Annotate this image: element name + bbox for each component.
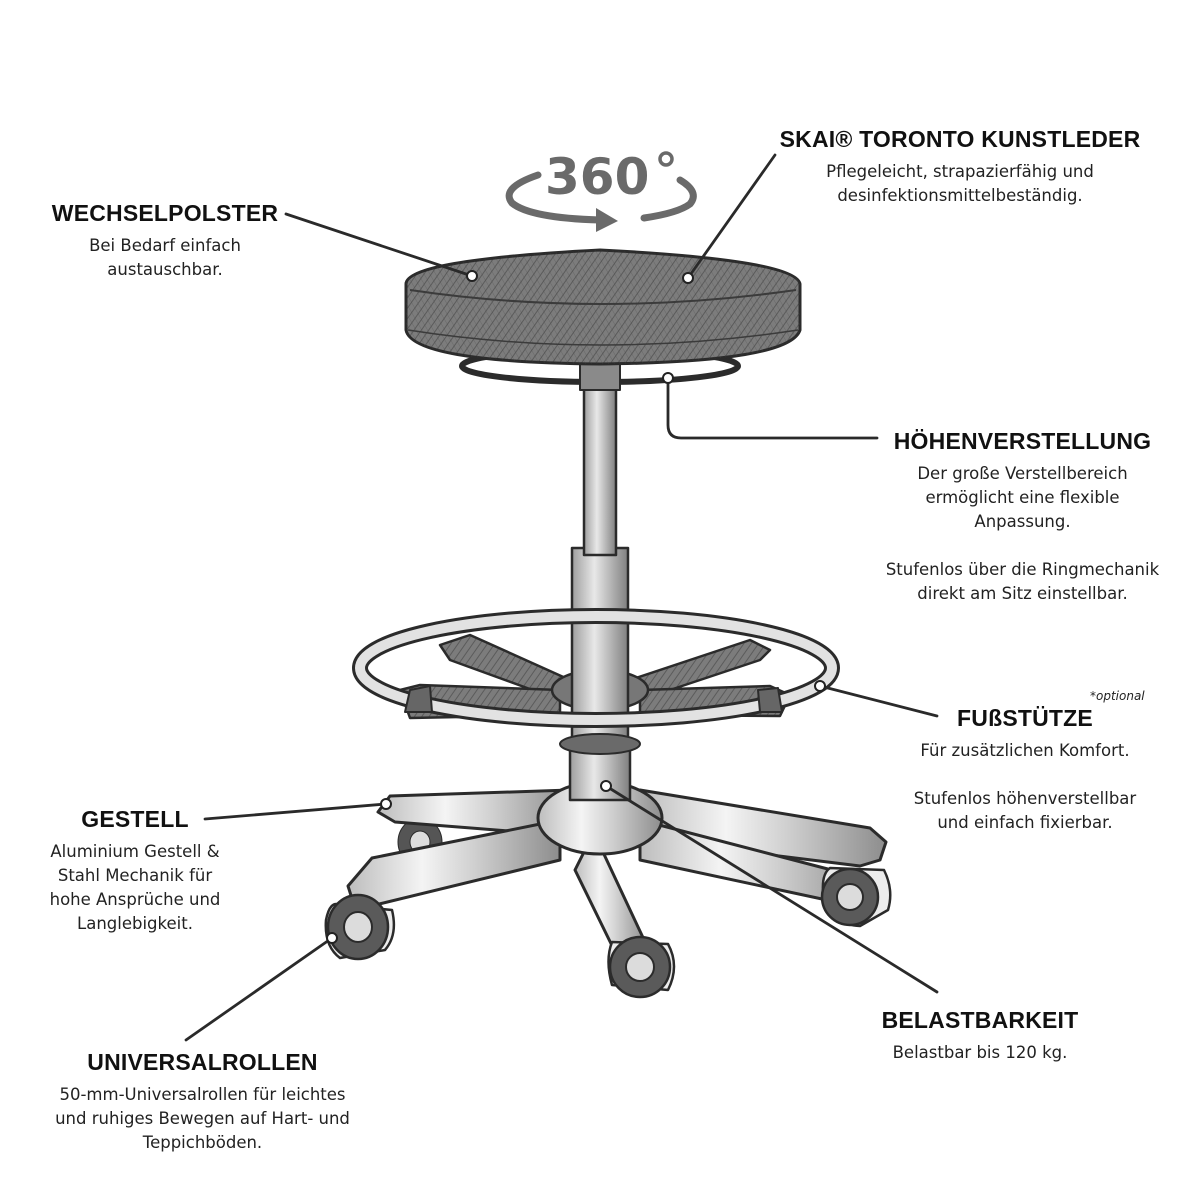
callout-skai: SKAI® TORONTO KUNSTLEDER Pflegeleicht, s… [770, 126, 1150, 208]
callout-text: Belastbar bis 120 kg. [892, 1043, 1068, 1062]
callout-gestell: GESTELL Aluminium Gestell & Stahl Mechan… [40, 806, 230, 936]
rotation-arrow-right [640, 176, 697, 222]
callout-title: FUßSTÜTZE [957, 705, 1093, 731]
caster-front-left [324, 893, 396, 961]
callout-text: Aluminium Gestell & Stahl Mechanik für h… [49, 842, 221, 933]
leader-dots [326, 270, 826, 944]
footrest-clamp-right [757, 687, 783, 713]
caster-front-right [820, 866, 892, 928]
rotation-degrees: 360 [545, 148, 649, 206]
optional-note: *optional [1090, 689, 1145, 703]
base-star [346, 780, 888, 964]
callout-wechselpolster: WECHSELPOLSTER Bei Bedarf einfach austau… [40, 200, 290, 282]
leader-wechselpolster [284, 212, 474, 278]
caster-front-center [607, 935, 676, 999]
callout-title: SKAI® TORONTO KUNSTLEDER [779, 126, 1141, 152]
leader-lines [184, 153, 939, 1042]
footrest-ring [355, 611, 837, 725]
seat-cushion [404, 248, 802, 366]
callout-text: Pflegeleicht, strapazierfähig und desinf… [826, 162, 1094, 205]
leader-fuss [818, 684, 939, 718]
degree-symbol [658, 151, 674, 167]
callout-text: Bei Bedarf einfach austauschbar. [89, 236, 241, 279]
callout-text: Der große Verstellbereich ermöglicht ein… [885, 464, 1160, 603]
stool [324, 248, 892, 999]
callout-text: 50-mm-Universalrollen für leichtes und r… [55, 1085, 350, 1152]
rotation-arrow-left [505, 171, 604, 224]
callout-rollen: UNIVERSALROLLEN 50-mm-Universalrollen fü… [45, 1049, 360, 1155]
callout-hoehe: HÖHENVERSTELLUNG Der große Verstellberei… [880, 428, 1165, 606]
footrest-clamp-left [404, 685, 433, 713]
leader-skai [686, 153, 777, 280]
callout-belast: BELASTBARKEIT Belastbar bis 120 kg. [860, 1007, 1100, 1065]
callout-title: WECHSELPOLSTER [51, 200, 279, 226]
callout-title: UNIVERSALROLLEN [87, 1049, 318, 1075]
leader-hoehe [666, 376, 879, 440]
callout-title: BELASTBARKEIT [881, 1007, 1079, 1033]
rotate-360-icon: 360 [505, 148, 697, 232]
callout-title: HÖHENVERSTELLUNG [893, 428, 1152, 454]
rotation-arrowhead [596, 208, 618, 232]
callout-title: GESTELL [81, 806, 189, 832]
column-upper [582, 383, 618, 557]
callout-fuss: FUßSTÜTZE Für zusätzlichen Komfort. Stuf… [890, 705, 1160, 835]
leader-rollen [184, 936, 334, 1042]
leader-gestell [203, 802, 388, 821]
leader-belast [604, 784, 939, 994]
ring-mount [559, 733, 641, 755]
callout-text: Für zusätzlichen Komfort. Stufenlos höhe… [913, 741, 1137, 832]
